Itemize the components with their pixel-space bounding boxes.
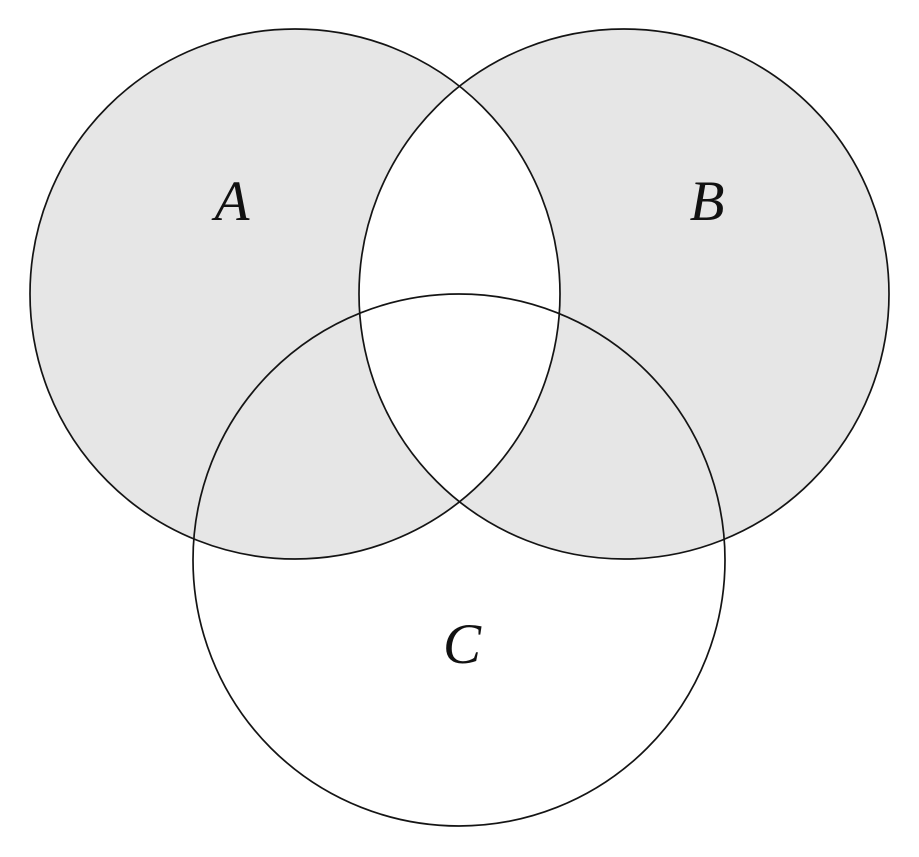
circle-outline-a[interactable] (29, 28, 561, 560)
set-label-b: B (690, 170, 725, 233)
circle-outline-b[interactable] (358, 28, 890, 560)
set-label-a: A (211, 170, 251, 233)
circle-outline-c[interactable] (192, 293, 726, 827)
set-label-c: C (443, 613, 482, 676)
